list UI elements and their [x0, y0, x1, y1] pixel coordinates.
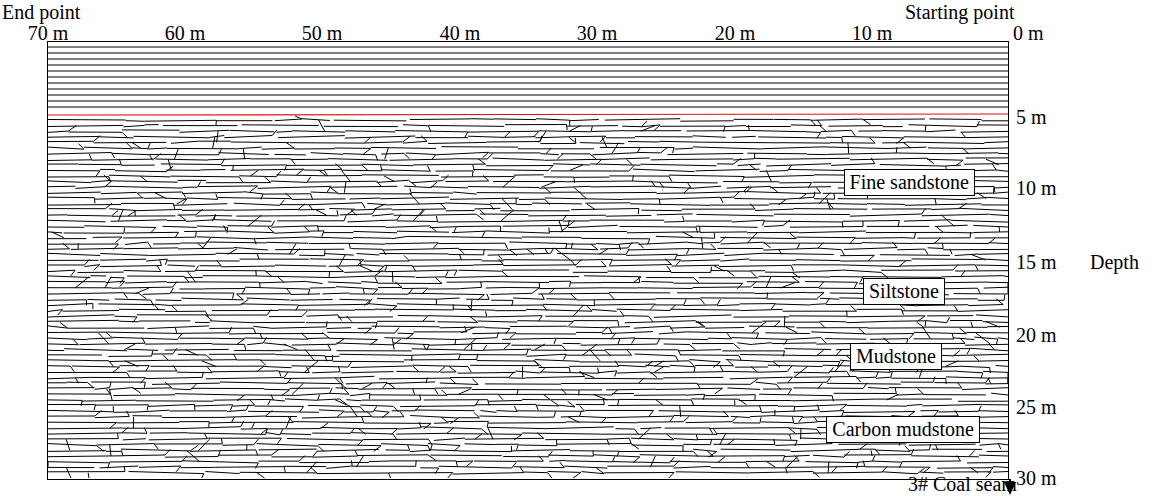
- distance-tick-label: 20 m: [715, 22, 756, 44]
- seam-label: 3# Coal seam: [908, 473, 1017, 495]
- rock-label-box: Fine sandstone: [844, 169, 975, 196]
- rock-label-box: Carbon mudstone: [826, 416, 980, 443]
- axis-title: Depth: [1090, 251, 1139, 273]
- end-point-label: End point: [2, 1, 80, 23]
- rock-name: Carbon mudstone: [832, 418, 974, 441]
- distance-tick-label: 30 m: [577, 22, 618, 44]
- depth-tick-label: 10 m: [1016, 177, 1057, 199]
- depth-tick-label: 25 m: [1016, 396, 1057, 418]
- depth-tick-label: 30 m: [1016, 467, 1057, 489]
- depth-tick-label: 20 m: [1016, 324, 1057, 346]
- rock-label-box: Mudstone: [850, 343, 942, 370]
- distance-tick-label: 60 m: [165, 22, 206, 44]
- distance-tick-label: 40 m: [440, 22, 481, 44]
- strata-lines: [48, 47, 1008, 478]
- rock-name: Mudstone: [856, 345, 936, 368]
- distance-tick-label: 0 m: [1013, 22, 1044, 44]
- depth-tick-label: 5 m: [1016, 106, 1047, 128]
- fracture-network: [48, 47, 1008, 478]
- depth-tick-label: 15 m: [1016, 251, 1057, 273]
- rock-name: Fine sandstone: [850, 171, 969, 194]
- model-border: [48, 42, 1009, 480]
- rock-name: Siltstone: [869, 280, 939, 303]
- fracture-limit-line: [47, 114, 1008, 115]
- rock-label-box: Siltstone: [863, 278, 945, 305]
- start-point-label: Starting point: [905, 1, 1014, 23]
- distance-tick-label: 10 m: [852, 22, 893, 44]
- distance-tick-label: 70 m: [28, 22, 69, 44]
- distance-tick-label: 50 m: [302, 22, 343, 44]
